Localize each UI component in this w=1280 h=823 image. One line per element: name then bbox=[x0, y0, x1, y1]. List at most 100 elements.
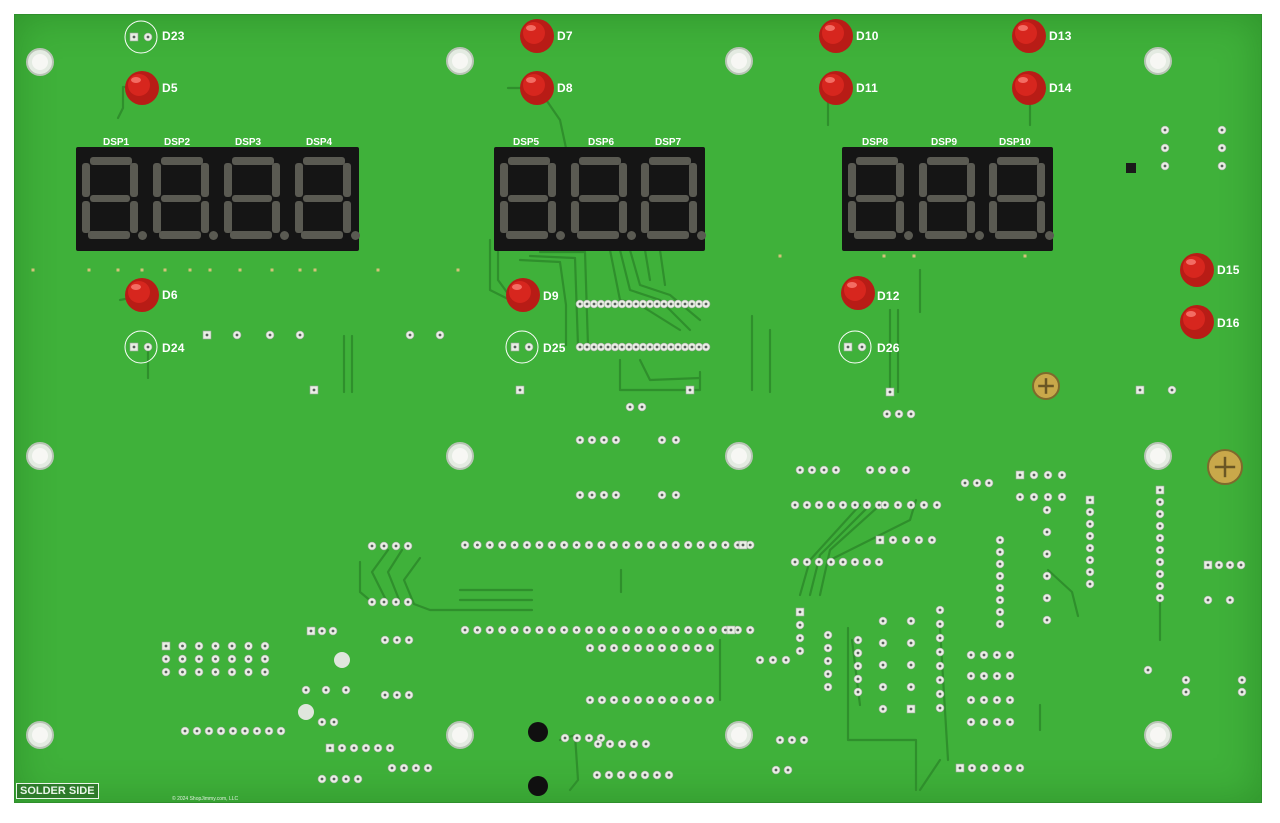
copper-trace bbox=[518, 258, 568, 347]
display-segment bbox=[640, 201, 649, 233]
seven-segment-digit bbox=[80, 155, 148, 240]
display-segment bbox=[161, 195, 202, 202]
copper-trace bbox=[402, 556, 422, 606]
display-segment bbox=[648, 195, 689, 202]
display-label-dsp2: DSP2 bbox=[164, 137, 191, 148]
display-module-1 bbox=[76, 147, 360, 251]
via bbox=[238, 268, 242, 272]
display-label-dsp9: DSP9 bbox=[931, 137, 958, 148]
display-segment bbox=[996, 157, 1039, 165]
display-segment bbox=[271, 201, 280, 233]
led-label-d8: D8 bbox=[557, 81, 573, 95]
display-segment bbox=[856, 157, 899, 165]
display-segment bbox=[294, 201, 303, 233]
copper-trace bbox=[370, 548, 390, 602]
display-segment bbox=[231, 195, 272, 202]
via bbox=[778, 254, 782, 258]
led-label-d15: D15 bbox=[1217, 263, 1240, 277]
via bbox=[188, 268, 192, 272]
display-segment bbox=[223, 201, 232, 233]
copper-trace bbox=[808, 503, 872, 597]
via bbox=[298, 268, 302, 272]
seven-segment-digit bbox=[222, 155, 289, 240]
decimal-point bbox=[138, 231, 148, 240]
pad-label-d24: D24 bbox=[162, 341, 185, 355]
display-label-dsp8: DSP8 bbox=[862, 137, 889, 148]
display-segment bbox=[159, 231, 202, 239]
display-segment bbox=[688, 163, 697, 197]
display-label-dsp6: DSP6 bbox=[588, 137, 615, 148]
silkscreen-ring bbox=[124, 20, 158, 54]
display-segment bbox=[688, 201, 697, 233]
display-segment bbox=[966, 163, 975, 197]
display-segment bbox=[271, 163, 280, 197]
copper-trace bbox=[1046, 568, 1080, 618]
led-label-d9: D9 bbox=[543, 289, 559, 303]
display-segment bbox=[130, 163, 139, 197]
pad-large bbox=[298, 704, 314, 720]
via bbox=[313, 268, 317, 272]
display-segment bbox=[500, 201, 509, 233]
display-segment bbox=[201, 201, 210, 233]
display-segment bbox=[570, 201, 579, 233]
via bbox=[87, 268, 91, 272]
decimal-point bbox=[556, 231, 566, 240]
display-segment bbox=[854, 231, 897, 239]
led-label-d11: D11 bbox=[856, 81, 878, 95]
display-segment bbox=[82, 163, 91, 197]
display-segment bbox=[578, 157, 621, 165]
display-segment bbox=[918, 201, 927, 233]
display-segment bbox=[926, 195, 967, 202]
display-label-dsp5: DSP5 bbox=[513, 137, 540, 148]
led-label-d14: D14 bbox=[1049, 81, 1072, 95]
via bbox=[116, 268, 120, 272]
display-label-dsp3: DSP3 bbox=[235, 137, 262, 148]
seven-segment-digit bbox=[293, 155, 360, 240]
display-segment bbox=[223, 163, 232, 197]
copper-trace bbox=[618, 248, 692, 332]
decimal-point bbox=[974, 231, 984, 240]
decimal-point bbox=[696, 231, 706, 240]
seven-segment-digit bbox=[498, 155, 566, 240]
display-segment bbox=[918, 163, 927, 197]
pad-label-d26: D26 bbox=[877, 341, 900, 355]
decimal-point bbox=[279, 231, 289, 240]
display-segment bbox=[153, 201, 162, 233]
display-segment bbox=[618, 163, 627, 197]
via bbox=[912, 254, 916, 258]
pad-label-d25: D25 bbox=[543, 341, 566, 355]
display-segment bbox=[201, 163, 210, 197]
seven-segment-digit bbox=[639, 155, 706, 240]
display-segment bbox=[506, 231, 549, 239]
display-segment bbox=[508, 195, 549, 202]
component-small bbox=[1126, 163, 1136, 173]
black-component bbox=[528, 776, 548, 796]
copper-trace bbox=[818, 503, 882, 597]
display-segment bbox=[988, 201, 997, 233]
display-segment bbox=[88, 231, 131, 239]
via bbox=[376, 268, 380, 272]
display-segment bbox=[231, 157, 274, 165]
display-segment bbox=[648, 157, 691, 165]
display-segment bbox=[161, 157, 204, 165]
led-label-d10: D10 bbox=[856, 29, 879, 43]
display-segment bbox=[302, 195, 343, 202]
display-label-dsp1: DSP1 bbox=[103, 137, 130, 148]
copper-trace bbox=[918, 758, 942, 792]
copper-trace bbox=[538, 250, 590, 348]
solder-side-label: SOLDER SIDE bbox=[16, 783, 99, 799]
display-segment bbox=[508, 157, 551, 165]
display-segment bbox=[82, 201, 91, 233]
display-segment bbox=[229, 231, 272, 239]
decimal-point bbox=[350, 231, 360, 240]
display-segment bbox=[618, 201, 627, 233]
copper-trace bbox=[658, 248, 667, 287]
copper-trace bbox=[618, 358, 702, 392]
display-segment bbox=[548, 163, 557, 197]
display-module-3 bbox=[842, 147, 1054, 251]
display-segment bbox=[342, 163, 351, 197]
led-label-d12: D12 bbox=[877, 289, 900, 303]
display-segment bbox=[90, 195, 131, 202]
via bbox=[31, 268, 35, 272]
